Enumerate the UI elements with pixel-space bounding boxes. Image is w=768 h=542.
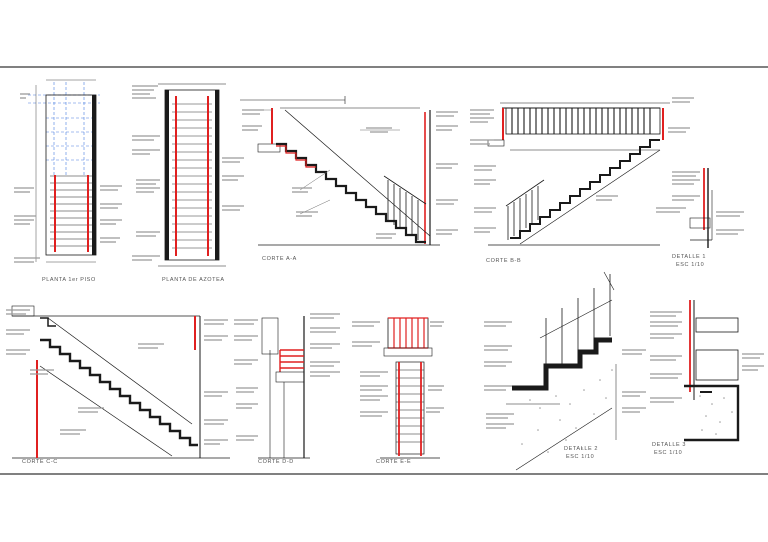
caption-corte-c-c: CORTE C-C bbox=[22, 459, 58, 465]
scale-detalle-2: ESC 1/10 bbox=[566, 454, 594, 460]
caption-corte-b-b: CORTE B-B bbox=[486, 258, 521, 264]
caption-corte-e-e: CORTE E-E bbox=[376, 459, 411, 465]
view-corte-e-e bbox=[352, 317, 444, 459]
view-detalle-1 bbox=[656, 168, 744, 248]
view-planta-primer-piso bbox=[14, 79, 122, 263]
view-corte-b-b bbox=[470, 97, 694, 246]
view-planta-de-azotea bbox=[132, 83, 244, 267]
scale-detalle-3: ESC 1/10 bbox=[654, 450, 682, 456]
caption-detalle-2: DETALLE 2 bbox=[564, 446, 598, 452]
caption-corte-d-d: CORTE D-D bbox=[258, 459, 294, 465]
caption-detalle-3: DETALLE 3 bbox=[652, 442, 686, 448]
caption-planta-primer-piso: PLANTA 1er PISO bbox=[42, 277, 96, 283]
caption-corte-a-a: CORTE A-A bbox=[262, 256, 297, 262]
view-corte-d-d bbox=[234, 313, 340, 459]
view-detalle-3 bbox=[650, 300, 764, 442]
view-corte-c-c bbox=[6, 305, 230, 459]
view-corte-a-a bbox=[240, 96, 458, 246]
scale-detalle-1: ESC 1/10 bbox=[676, 262, 704, 268]
caption-planta-de-azotea: PLANTA DE AZOTEA bbox=[162, 277, 225, 283]
caption-detalle-1: DETALLE 1 bbox=[672, 254, 706, 260]
view-detalle-2 bbox=[484, 271, 646, 471]
